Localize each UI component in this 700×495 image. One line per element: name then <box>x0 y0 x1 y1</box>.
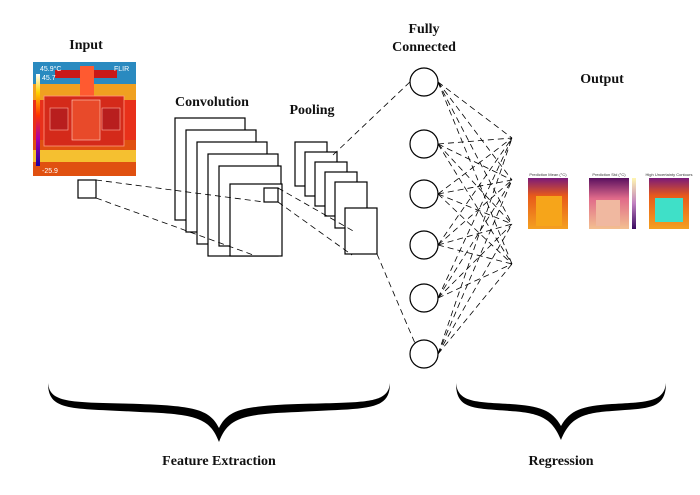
output-label: Output <box>580 72 624 87</box>
input-patch-box <box>77 179 97 199</box>
input-scale-top: 45.7 <box>42 75 56 82</box>
feature-extraction-label: Feature Extraction <box>162 454 276 469</box>
fc-link <box>437 244 513 265</box>
fc-link <box>437 137 513 195</box>
fc-link <box>437 193 513 225</box>
fully-connected-label-line1: Fully <box>408 22 439 37</box>
output-image-std: Prediction Std (°C) <box>589 172 636 229</box>
input-brand-logo: FLIR <box>114 66 129 73</box>
fc-neuron <box>409 339 439 369</box>
connector-conv-pool <box>277 201 353 256</box>
input-scale-bottom: -25.9 <box>42 168 58 175</box>
fc-link <box>437 223 513 299</box>
fc-link <box>437 137 513 355</box>
pool-map <box>344 207 378 255</box>
fully-connected-neurons <box>409 67 439 369</box>
pooling-label: Pooling <box>289 103 334 118</box>
connector-pool-fc <box>376 253 421 356</box>
output-title-std: Prediction Std (°C) <box>592 172 626 177</box>
fc-link <box>437 179 513 299</box>
fc-neuron <box>409 67 439 97</box>
output-image-mean: Prediction Mean (°C) <box>528 172 568 229</box>
fc-link <box>437 179 513 355</box>
fc-neuron <box>409 230 439 260</box>
connector-conv-pool <box>277 187 356 233</box>
fc-link <box>437 143 513 265</box>
fc-link <box>437 137 513 246</box>
fc-neuron <box>409 283 439 313</box>
fc-link <box>437 81 513 181</box>
output-title-mean: Prediction Mean (°C) <box>529 172 567 177</box>
regression-label: Regression <box>528 454 593 469</box>
conv-kernel-box <box>263 187 279 203</box>
fully-connected-label-line2: Connected <box>392 40 456 55</box>
regression-brace <box>456 383 666 440</box>
fc-link <box>437 143 513 181</box>
fc-link <box>437 81 513 139</box>
fc-link <box>437 223 513 355</box>
input-max-temp: 45.9°C <box>40 65 61 73</box>
feature-extraction-brace <box>48 383 390 442</box>
fc-neuron <box>409 129 439 159</box>
fc-link <box>437 81 513 225</box>
fc-link <box>437 179 513 195</box>
connector-pool-fc <box>332 79 413 156</box>
fc-link <box>437 263 513 355</box>
output-title-contours: High Uncertainty Contours <box>646 172 693 177</box>
fc-link <box>437 193 513 265</box>
fc-neuron <box>409 179 439 209</box>
connector-input-conv <box>95 197 257 257</box>
fc-link <box>437 143 513 225</box>
input-label: Input <box>69 38 103 53</box>
pooling-maps <box>294 141 378 255</box>
convolution-label: Convolution <box>175 95 249 110</box>
fc-link <box>437 223 513 246</box>
fc-link <box>437 179 513 246</box>
fc-connections <box>437 81 513 355</box>
fc-link <box>437 137 513 145</box>
output-image-contours: High Uncertainty Contours <box>646 172 693 229</box>
fc-link <box>437 81 513 265</box>
input-thermal-image: 45.9°C 45.7 -25.9 FLIR <box>33 62 136 176</box>
connector-input-conv <box>95 179 265 203</box>
convolution-maps <box>174 117 283 257</box>
fc-link <box>437 263 513 299</box>
